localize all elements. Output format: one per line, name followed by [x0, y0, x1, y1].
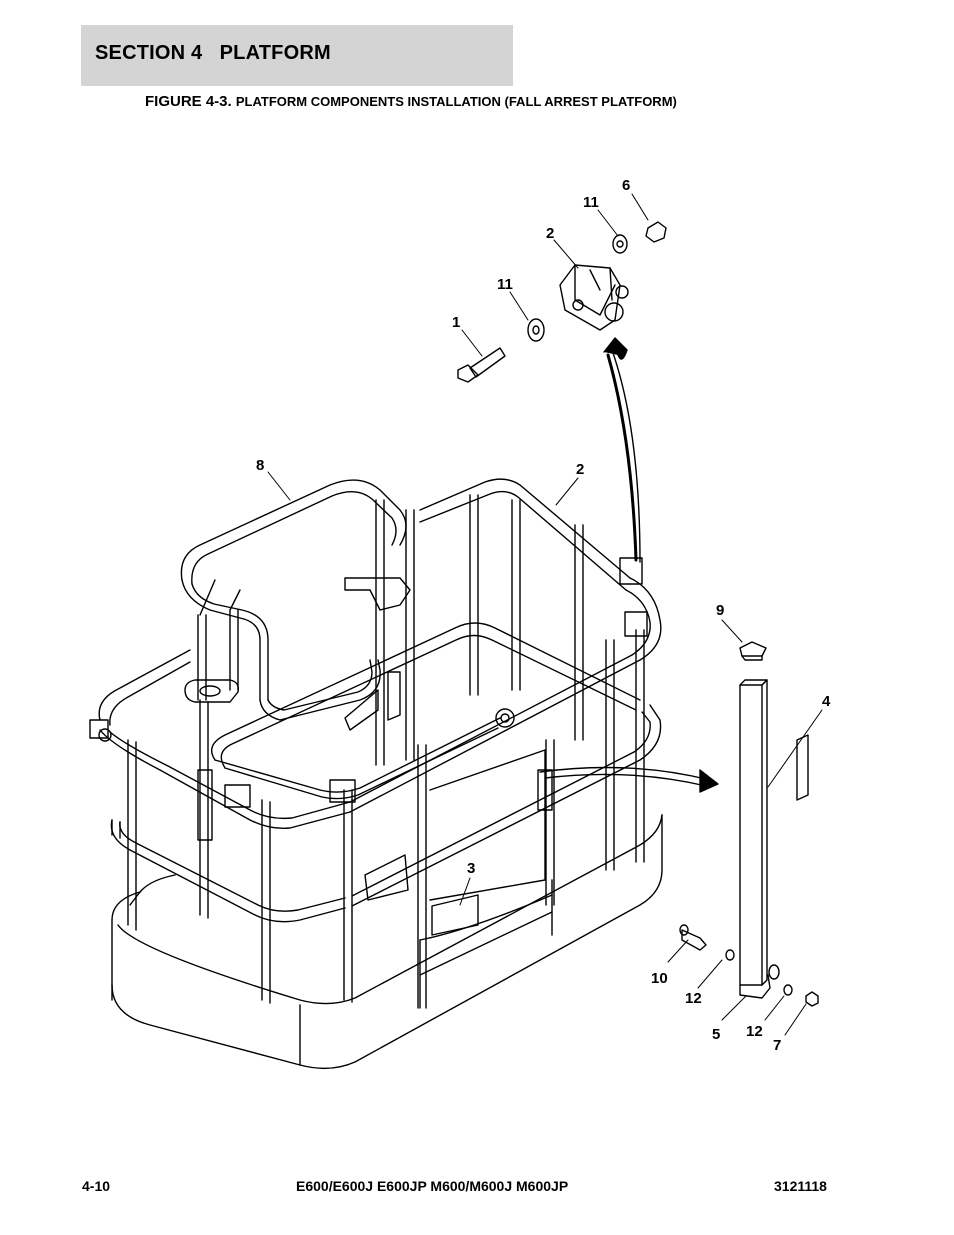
bolt-clamp-assembly [457, 221, 667, 383]
figure-title: PLATFORM COMPONENTS INSTALLATION (FALL A… [235, 94, 677, 109]
callout-2-lower: 2 [576, 461, 584, 478]
install-arrow-lower [539, 766, 711, 781]
callout-8: 8 [256, 457, 264, 474]
install-arrow-upper [611, 349, 641, 563]
install-arrow-lower-head [699, 769, 719, 793]
mid-rail [110, 704, 662, 923]
figure-caption: FIGURE 4-3. PLATFORM COMPONENTS INSTALLA… [145, 93, 677, 110]
section-header-band: SECTION 4 PLATFORM [81, 25, 513, 86]
gate-outline [429, 749, 546, 901]
rail-clamps [89, 557, 648, 841]
install-arrow-upper-head [603, 337, 628, 360]
post-socket [537, 769, 553, 811]
callout-5: 5 [712, 1026, 720, 1043]
section-title: SECTION 4 PLATFORM [95, 42, 331, 64]
callout-7: 7 [773, 1037, 781, 1054]
document-number: 3121118 [774, 1178, 827, 1194]
top-rail [98, 478, 662, 830]
platform-posts [127, 494, 645, 1009]
frame-bracket [344, 577, 411, 611]
callout-labels: 6 11 2 11 1 8 2 9 4 3 10 12 5 12 7 [256, 177, 831, 1054]
leader-lines [267, 193, 823, 1036]
decal-plate [364, 854, 409, 901]
inner-rail [211, 622, 641, 800]
callout-9: 9 [716, 602, 724, 619]
page-number: 4-10 [82, 1178, 111, 1194]
fall-arrest-frame [180, 479, 407, 721]
callout-2-upper: 2 [546, 225, 554, 242]
tie-off-plate [184, 679, 240, 703]
callout-10: 10 [651, 970, 668, 987]
callout-4: 4 [822, 693, 831, 710]
model-list: E600/E600J E600JP M600/M600J M600JP [296, 1178, 569, 1194]
angle-bracket [344, 689, 379, 731]
callout-3: 3 [467, 860, 475, 877]
callout-11-lower: 11 [497, 276, 513, 293]
platform-base [111, 814, 663, 1070]
figure-number: FIGURE 4-3. [145, 93, 232, 110]
tie-off-hole [199, 685, 221, 697]
decal [431, 894, 479, 936]
callout-12-right: 12 [746, 1023, 763, 1040]
callout-6: 6 [622, 177, 630, 194]
callout-11-upper: 11 [583, 194, 599, 211]
post-assembly [739, 641, 809, 999]
vertical-bracket [387, 671, 401, 721]
callout-1: 1 [452, 314, 460, 331]
callout-12-left: 12 [685, 990, 702, 1007]
pin-hardware [679, 924, 819, 1007]
